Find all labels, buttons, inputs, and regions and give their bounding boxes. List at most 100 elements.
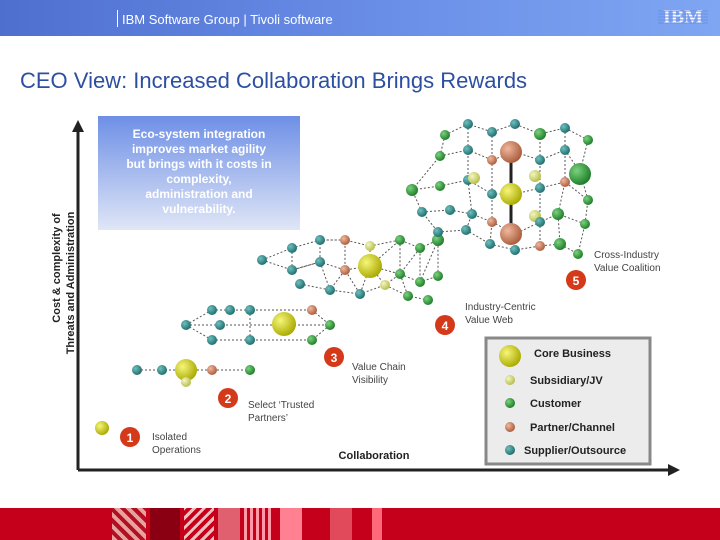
network-node: [487, 127, 497, 137]
stage-4-marker: [435, 315, 455, 335]
network-node: [435, 151, 445, 161]
callout-box: [98, 116, 300, 230]
stage-3-marker: [324, 347, 344, 367]
network-node: [500, 183, 522, 205]
network-node: [510, 245, 520, 255]
network-node: [552, 208, 564, 220]
network-node: [535, 183, 545, 193]
y-axis-label-line2: Threats and Administration: [65, 211, 77, 354]
stage-2-marker: [218, 388, 238, 408]
legend: Core Business Subsidiary/JV Customer Par…: [484, 336, 652, 466]
network-node: [325, 285, 335, 295]
network-node: [295, 279, 305, 289]
network-node: [569, 163, 591, 185]
network-node: [358, 254, 382, 278]
callout-line: but brings with it costs in: [126, 157, 271, 171]
network-node: [485, 239, 495, 249]
network-node: [535, 241, 545, 251]
footer-image-tile: [244, 508, 274, 540]
stage-4-label: Value Web: [465, 315, 513, 326]
network-node: [580, 219, 590, 229]
network-node: [181, 377, 191, 387]
stage-1-number: 1: [127, 431, 134, 445]
ibm-logo: IBM: [658, 6, 708, 28]
network-node: [307, 305, 317, 315]
header-divider: [117, 10, 118, 27]
network-node: [340, 265, 350, 275]
footer-image-tile: [218, 508, 240, 540]
network-node: [583, 195, 593, 205]
y-axis-label-line1: Cost & complexity of: [51, 213, 63, 323]
stage-2-network: [132, 359, 255, 387]
stage-4-number: 4: [442, 319, 449, 333]
stage-5-network: [406, 119, 593, 259]
network-node: [395, 235, 405, 245]
network-node: [415, 243, 425, 253]
footer-image-tile: [280, 508, 302, 540]
network-node: [500, 141, 522, 163]
stage-1-label: Operations: [152, 445, 201, 456]
legend-swatch-supplier: [505, 445, 515, 455]
network-node: [245, 335, 255, 345]
slide-title: CEO View: Increased Collaboration Brings…: [20, 68, 528, 93]
network-node: [467, 209, 477, 219]
network-node: [500, 223, 522, 245]
network-node: [272, 312, 296, 336]
stage-3-number: 3: [331, 351, 338, 365]
stage-1-marker: [120, 427, 140, 447]
axes: [72, 120, 680, 476]
network-node: [554, 238, 566, 250]
callout-line: Eco-system integration: [133, 127, 266, 141]
legend-label: Subsidiary/JV: [530, 375, 603, 387]
footer-image-tile: [372, 508, 382, 540]
network-node: [573, 249, 583, 259]
network-node: [380, 280, 390, 290]
network-node: [433, 227, 443, 237]
stage-1-label: Isolated: [152, 432, 187, 443]
legend-swatch-subsidiary: [505, 375, 515, 385]
footer-image-tile: [184, 508, 214, 540]
stage-3-network: [181, 305, 335, 345]
network-node: [315, 235, 325, 245]
network-node: [307, 335, 317, 345]
footer-image-tile: [112, 508, 146, 540]
network-node: [534, 128, 546, 140]
network-node: [415, 277, 425, 287]
network-node: [225, 305, 235, 315]
callout-line: administration and: [145, 187, 252, 201]
network-node: [535, 155, 545, 165]
x-axis-arrowhead: [668, 464, 680, 476]
network-node: [207, 335, 217, 345]
stage-2-number: 2: [225, 392, 232, 406]
network-node: [535, 217, 545, 227]
network-node: [487, 155, 497, 165]
network-node: [175, 359, 197, 381]
network-node: [487, 189, 497, 199]
callout-text: Eco-system integration improves market a…: [126, 127, 271, 216]
stage-3-label: Value Chain: [352, 362, 406, 373]
legend-label: Supplier/Outsource: [524, 445, 626, 457]
header-group-text: IBM Software Group | Tivoli software: [122, 12, 333, 27]
stage-2-label: Select ‘Trusted: [248, 400, 314, 411]
network-node: [95, 421, 109, 435]
stage-1-network: [95, 421, 109, 435]
network-node: [157, 365, 167, 375]
network-node: [287, 265, 297, 275]
network-node: [340, 235, 350, 245]
network-node: [406, 184, 418, 196]
network-node: [463, 145, 473, 155]
legend-swatch-core: [499, 345, 521, 367]
callout-line: complexity,: [166, 172, 231, 186]
network-node: [435, 181, 445, 191]
stage-5-number: 5: [573, 274, 580, 288]
network-node: [510, 119, 520, 129]
stage-5-marker: [566, 270, 586, 290]
x-axis-label: Collaboration: [339, 450, 410, 462]
network-node: [245, 365, 255, 375]
stage-5-label: Value Coalition: [594, 263, 661, 274]
network-node: [440, 130, 450, 140]
network-node: [560, 177, 570, 187]
footer-image-tile: [330, 508, 352, 540]
footer-bar: [0, 508, 720, 540]
